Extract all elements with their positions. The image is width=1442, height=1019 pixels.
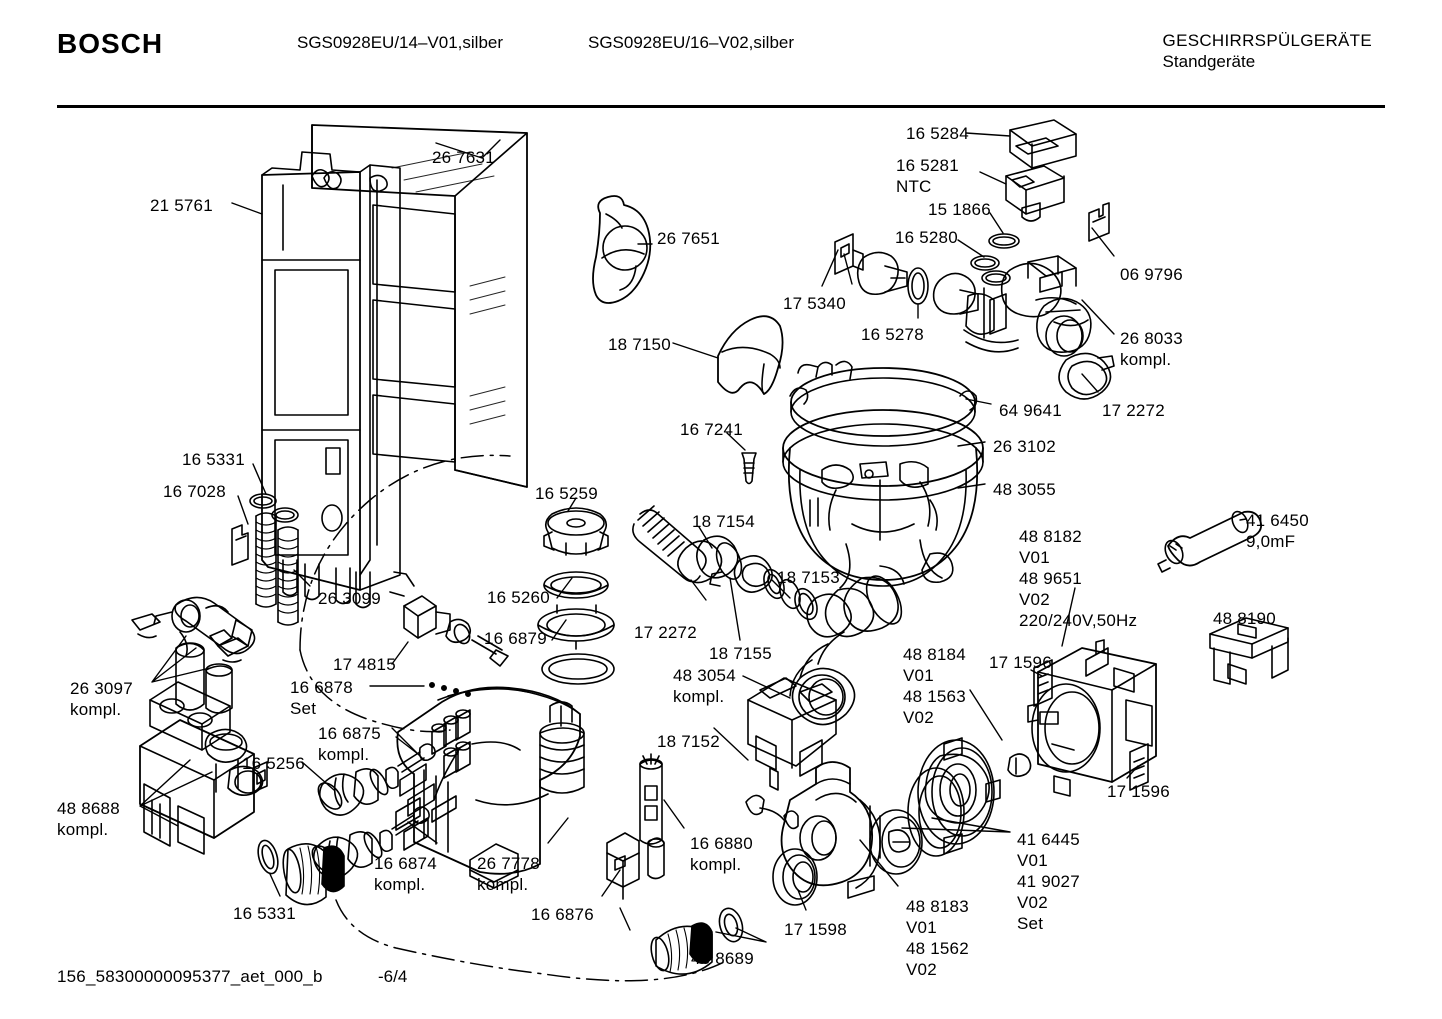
part-number-label: 48 8688 kompl. — [57, 799, 120, 839]
part-number-label: 06 9796 — [1120, 265, 1183, 284]
part-number-label: 16 6875 kompl. — [318, 724, 381, 764]
part-number-label: 48 8190 — [1213, 609, 1276, 628]
part-number-label: 21 5761 — [150, 196, 213, 215]
diverter-valve-block — [745, 677, 837, 830]
part-number-label: 18 7152 — [657, 732, 720, 751]
part-number-label: 16 5331 — [233, 904, 296, 923]
part-number-label: 41 6445 V01 41 9027 V02 Set — [1017, 830, 1080, 933]
category-line-1: GESCHIRRSPÜLGERÄTE — [1162, 31, 1372, 50]
heater-sensor-valve-cluster — [834, 119, 1115, 400]
part-number-label: 16 6879 — [484, 629, 547, 648]
misc-small-parts-center — [606, 753, 665, 900]
sump-bowl-assembly — [782, 360, 984, 589]
part-number-label: 16 7028 — [163, 482, 226, 501]
part-number-label: 17 1596 — [989, 653, 1052, 672]
header-divider-rule — [57, 105, 1385, 108]
part-number-label: 48 8182 V01 48 9651 V02 220/240V,50Hz — [1019, 527, 1138, 630]
part-number-label: 48 3054 kompl. — [673, 666, 736, 706]
page-number: -6/4 — [378, 967, 408, 986]
part-number-label: 16 5259 — [535, 484, 598, 503]
part-number-label: 48 8184 V01 48 1563 V02 — [903, 645, 966, 727]
part-number-label: 16 5256 — [242, 754, 305, 773]
part-number-label: 41 6450 9,0mF — [1246, 511, 1309, 551]
part-number-label: 64 9641 — [999, 401, 1062, 420]
part-number-label: 17 5340 — [783, 294, 846, 313]
part-number-label: 17 1598 — [784, 920, 847, 939]
part-number-label: 16 6878 Set — [290, 678, 353, 718]
part-number-label: 26 8033 kompl. — [1120, 329, 1183, 369]
document-code: 156_58300000095377_aet_000_b — [57, 967, 323, 986]
dash-dot-routing-line — [299, 454, 725, 982]
part-number-label: 16 6880 kompl. — [690, 834, 753, 874]
part-number-label: 16 6876 — [531, 905, 594, 924]
part-number-label: 26 3102 — [993, 437, 1056, 456]
part-number-label: 18 7153 — [777, 568, 840, 587]
part-number-label: 48 8689 — [691, 949, 754, 968]
part-number-label: 48 3055 — [993, 480, 1056, 499]
part-number-label: 26 7651 — [657, 229, 720, 248]
part-number-label: 26 3099 — [318, 589, 381, 608]
part-number-label: 16 5280 — [895, 228, 958, 247]
part-number-label: 15 1866 — [928, 200, 991, 219]
part-number-label: 18 7150 — [608, 335, 671, 354]
category-line-2: Standgeräte — [1162, 52, 1256, 71]
door-inner-panel-assembly — [261, 124, 528, 609]
part-number-label: 18 7155 — [709, 644, 772, 663]
part-number-label: 16 7241 — [680, 420, 743, 439]
part-number-label: 16 6874 kompl. — [374, 854, 437, 894]
part-number-label: 26 3097 kompl. — [70, 679, 133, 719]
aquastop-inlet-valve-assembly — [131, 596, 268, 855]
part-number-label: 17 4815 — [333, 655, 396, 674]
appliance-category: GESCHIRRSPÜLGERÄTE Standgeräte — [1163, 30, 1372, 72]
bosch-logo: BOSCH — [57, 28, 164, 59]
lower-hose-seal-and-nipple — [257, 839, 345, 906]
part-number-label: 16 5281 NTC — [896, 156, 959, 196]
part-number-label: 17 2272 — [1102, 401, 1165, 420]
part-number-label: 17 1596 — [1107, 782, 1170, 801]
part-number-label: 16 5331 — [182, 450, 245, 469]
part-number-label: 16 5260 — [487, 588, 550, 607]
model-variant-v01: SGS0928EU/14–V01,silber — [297, 33, 504, 52]
part-number-label: 17 2272 — [634, 623, 697, 642]
part-number-label: 18 7154 — [692, 512, 755, 531]
part-number-label: 48 8183 V01 48 1562 V02 — [906, 897, 969, 979]
part-number-label: 16 5278 — [861, 325, 924, 344]
part-number-label: 26 7631 — [432, 148, 495, 167]
part-number-label: 26 7778 kompl. — [477, 854, 540, 894]
bellows-and-seals-left — [231, 493, 299, 626]
part-number-label: 16 5284 — [906, 124, 969, 143]
model-variant-v02: SGS0928EU/16–V02,silber — [588, 33, 795, 52]
